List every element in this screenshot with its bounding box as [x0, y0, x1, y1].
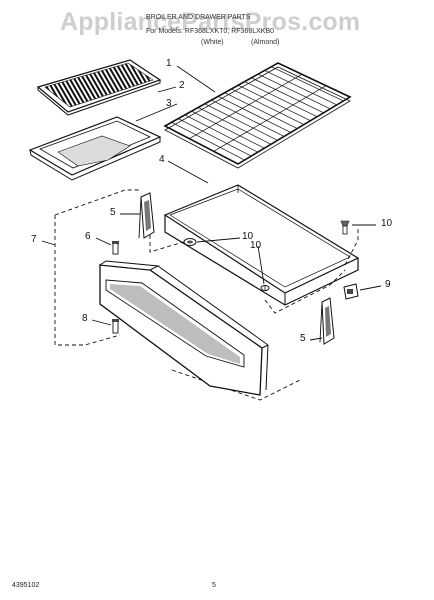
callout-10-center: 10 [250, 240, 262, 251]
callout-3: 3 [166, 98, 172, 109]
callout-2: 2 [179, 80, 185, 91]
rack-wire [257, 73, 331, 110]
rack-wire [237, 84, 311, 121]
rack-wire [264, 70, 337, 106]
rack-wire [184, 114, 258, 153]
rack-wire [271, 66, 344, 102]
document-number: 4395102 [12, 582, 40, 589]
header-variant-white: (White) [201, 39, 224, 46]
callout-10-left: 10 [242, 231, 254, 242]
callout-5-upper: 5 [110, 207, 116, 218]
rack-crossbar [213, 85, 327, 152]
drawer-front-panel [98, 260, 269, 396]
screw-10-right [340, 220, 350, 235]
callout-4: 4 [159, 154, 165, 165]
rack-wire [231, 88, 305, 125]
screw-10-left [183, 238, 197, 246]
rack-wire [218, 96, 291, 133]
storage-drawer-body [163, 184, 360, 306]
rack-wire [178, 118, 252, 157]
callout-6: 6 [85, 231, 91, 242]
header-title: BROILER AND DRAWER PARTS [146, 14, 251, 21]
header-models: For Models: RF368LXKT0, RF368LXKB0 [146, 28, 275, 35]
drawer-slide-left [138, 192, 155, 239]
callout-8: 8 [82, 313, 88, 324]
oven-rack [163, 62, 352, 169]
rack-wire [244, 81, 318, 118]
rack-wire [171, 121, 245, 161]
broiler-grid [36, 59, 162, 116]
drawer-slide-right [319, 297, 335, 345]
page-number: 5 [212, 582, 216, 589]
callout-1: 1 [166, 58, 172, 69]
screw-10-center [260, 285, 270, 291]
rack-wire [251, 77, 324, 114]
rack-wire [224, 92, 298, 129]
watermark: AppliancePartsPros.com [60, 8, 361, 36]
rack-crossbar [189, 74, 303, 139]
callout-7: 7 [31, 234, 37, 245]
stud-6 [112, 241, 119, 255]
stud-8 [112, 319, 119, 334]
leader-lines [41, 65, 382, 341]
callout-5-lower: 5 [300, 333, 306, 344]
bracket-9 [343, 283, 359, 300]
callout-9: 9 [385, 279, 391, 290]
rack-wire [211, 99, 285, 137]
callout-10-right: 10 [381, 218, 393, 229]
header-variant-almond: (Almond) [251, 39, 280, 46]
rack-wire [204, 103, 278, 141]
broiler-pan [28, 116, 162, 181]
rack-wire [198, 107, 272, 145]
rack-wire [191, 110, 265, 149]
